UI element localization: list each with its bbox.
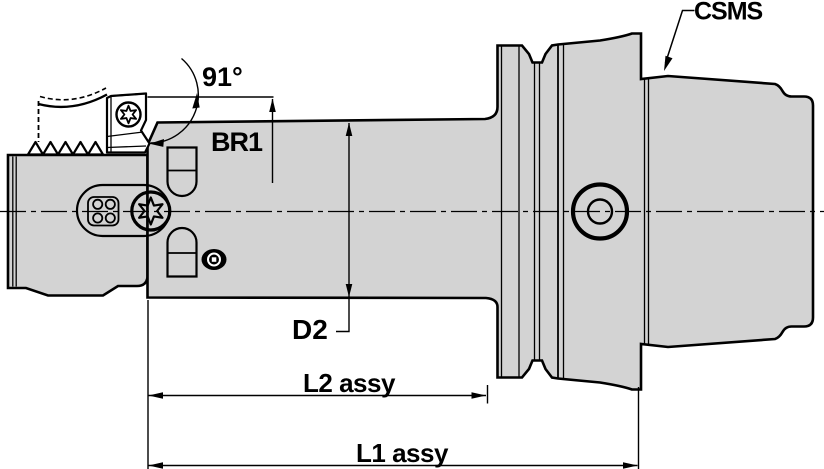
workpiece-od-solid [38, 93, 108, 109]
cutting-head-body [6, 153, 149, 297]
cartridge-split-line [106, 131, 144, 138]
plate-hole [104, 198, 116, 210]
insert-screw-icon [115, 101, 142, 128]
insert-screw-star-icon [119, 104, 138, 125]
thread-profile [26, 140, 105, 156]
br1-label: BR1 [211, 127, 263, 157]
plate-hole [92, 198, 104, 210]
insert-bottom-line [106, 145, 147, 149]
l1-arrow-right [623, 462, 638, 469]
body-pocket-bottom [166, 226, 198, 278]
br1-arrow [269, 98, 276, 112]
angle-label: 91° [202, 62, 243, 92]
angle-arc-arrow-tip [149, 139, 164, 147]
d2-leader [336, 297, 350, 333]
angle-arc-arrow-top [192, 93, 200, 109]
l1-assy-label: L1 assy [356, 438, 449, 468]
set-screw-slot [211, 257, 217, 262]
l2-arrow-right [471, 392, 486, 399]
l2-assy-label: L2 assy [303, 368, 396, 398]
cartridge-top-dashed [110, 92, 147, 120]
d2-arrow-down [345, 284, 353, 297]
csms-arrow [664, 55, 673, 71]
l2-arrow-left [148, 392, 163, 399]
body-pocket-top [166, 146, 198, 198]
workpiece-od-dashed [39, 87, 107, 101]
csms-leader [664, 9, 695, 64]
d2-label: D2 [292, 314, 328, 345]
angle-arc [150, 57, 199, 144]
l1-arrow-left [148, 462, 163, 469]
plate-hole [92, 212, 104, 224]
torx-star-icon [138, 196, 164, 226]
set-screw-ring [207, 252, 221, 267]
csms-label: CSMS [694, 0, 763, 26]
d2-arrow-up [345, 122, 353, 136]
plate-hole [104, 212, 116, 224]
